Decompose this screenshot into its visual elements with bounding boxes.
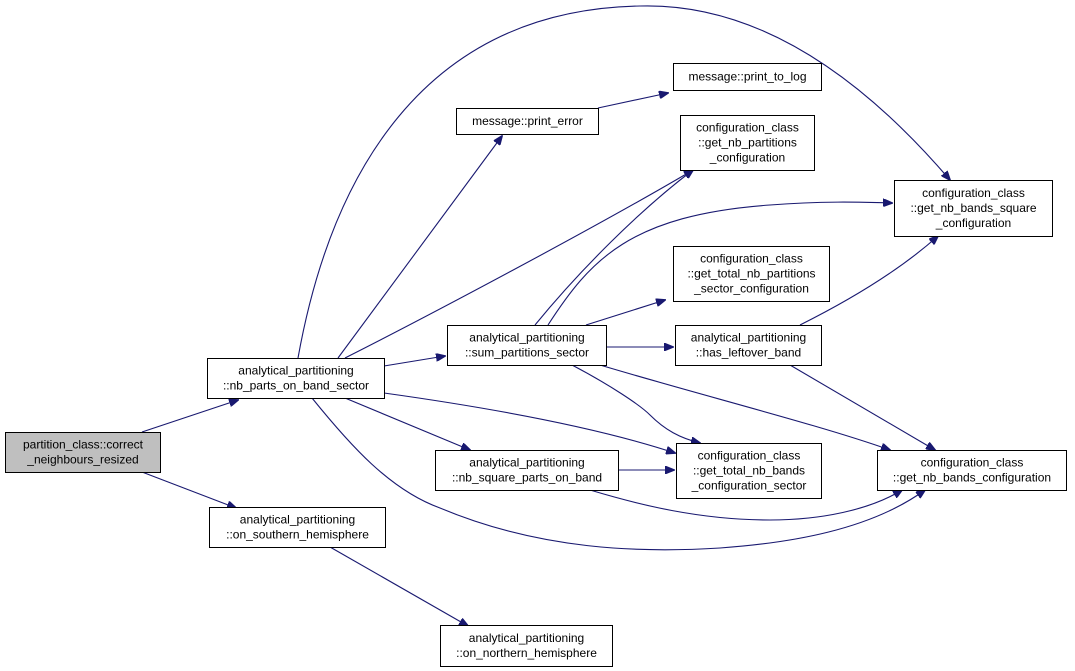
node-label-line: message::print_to_log — [688, 70, 806, 84]
node-label-line: analytical_partitioning — [469, 331, 584, 345]
edge-nb-parts-on-band-sector-to-get-nb-bands-configuration — [311, 397, 925, 551]
node-box[interactable] — [447, 325, 607, 366]
node-box[interactable] — [440, 625, 613, 667]
node-box[interactable] — [209, 507, 386, 548]
edge-has-leftover-band-to-get-nb-bands-square-configuration — [799, 236, 938, 326]
node-box[interactable] — [456, 108, 599, 135]
node-label-line: _configuration_sector — [691, 479, 807, 493]
node-has-leftover-band[interactable]: analytical_partitioning::has_leftover_ba… — [675, 325, 822, 366]
edge-nb-parts-on-band-sector-to-print-error — [337, 136, 502, 359]
node-get-total-nb-partitions-sector-configuration[interactable]: configuration_class::get_total_nb_partit… — [673, 246, 830, 302]
node-label-line: configuration_class — [698, 449, 801, 463]
edge-sum-partitions-sector-to-get-nb-partitions-configuration — [534, 170, 693, 326]
edge-nb-parts-on-band-sector-to-get-nb-partitions-configuration — [344, 170, 693, 359]
edge-correct-neighbours-resized-to-on-southern-hemisphere — [141, 471, 236, 508]
node-box[interactable] — [673, 246, 830, 302]
node-label-line: analytical_partitioning — [469, 631, 584, 645]
node-label-line: ::get_nb_bands_square — [910, 201, 1036, 215]
node-label-line: configuration_class — [921, 456, 1024, 470]
node-get-nb-bands-square-configuration[interactable]: configuration_class::get_nb_bands_square… — [894, 180, 1053, 237]
node-label-line: analytical_partitioning — [240, 513, 355, 527]
edge-on-southern-hemisphere-to-on-northern-hemisphere — [329, 546, 468, 626]
node-box[interactable] — [894, 180, 1053, 237]
edge-nb-parts-on-band-sector-to-sum-partitions-sector — [383, 356, 445, 367]
node-get-nb-partitions-configuration[interactable]: configuration_class::get_nb_partitions_c… — [680, 115, 815, 171]
node-label-line: _neighbours_resized — [26, 453, 138, 467]
node-label-line: _configuration — [935, 216, 1011, 230]
node-label-line: ::get_nb_bands_configuration — [893, 471, 1051, 485]
edge-sum-partitions-sector-to-get-nb-bands-configuration — [599, 364, 890, 450]
node-label-line: ::on_northern_hemisphere — [456, 646, 597, 660]
node-label-line: configuration_class — [696, 121, 799, 135]
node-box[interactable] — [207, 358, 385, 399]
edge-print-error-to-print-to-log — [597, 93, 668, 109]
node-label-line: _sector_configuration — [693, 282, 809, 296]
node-nb-square-parts-on-band[interactable]: analytical_partitioning::nb_square_parts… — [435, 450, 619, 491]
nodes-layer: partition_class::correct_neighbours_resi… — [5, 63, 1067, 667]
node-correct-neighbours-resized[interactable]: partition_class::correct_neighbours_resi… — [5, 432, 161, 473]
node-label-line: ::get_total_nb_partitions — [687, 267, 815, 281]
edge-sum-partitions-sector-to-get-nb-bands-square-configuration — [547, 202, 892, 326]
node-box[interactable] — [877, 450, 1067, 491]
edge-nb-parts-on-band-sector-to-nb-square-parts-on-band — [344, 397, 470, 450]
node-label-line: ::get_nb_partitions — [698, 136, 797, 150]
edge-nb-parts-on-band-sector-to-get-nb-bands-square-configuration — [297, 5, 950, 359]
node-print-error[interactable]: message::print_error — [456, 108, 599, 135]
edge-has-leftover-band-to-get-nb-bands-configuration — [789, 364, 935, 450]
node-label-line: ::on_southern_hemisphere — [226, 528, 369, 542]
node-box[interactable] — [435, 450, 619, 491]
node-label-line: ::nb_square_parts_on_band — [452, 471, 602, 485]
edge-correct-neighbours-resized-to-nb-parts-on-band-sector — [141, 400, 238, 433]
edge-sum-partitions-sector-to-get-total-nb-partitions-sector-configuration — [585, 300, 665, 326]
node-nb-parts-on-band-sector[interactable]: analytical_partitioning::nb_parts_on_ban… — [207, 358, 385, 399]
node-box[interactable] — [673, 63, 822, 91]
node-on-northern-hemisphere[interactable]: analytical_partitioning::on_northern_hem… — [440, 625, 613, 667]
node-on-southern-hemisphere[interactable]: analytical_partitioning::on_southern_hem… — [209, 507, 386, 548]
node-label-line: analytical_partitioning — [238, 364, 353, 378]
node-label-line: ::sum_partitions_sector — [465, 346, 589, 360]
node-label-line: ::get_total_nb_bands — [693, 464, 805, 478]
node-label-line: message::print_error — [472, 114, 583, 128]
node-label-line: ::nb_parts_on_band_sector — [223, 379, 369, 393]
edges-layer — [141, 5, 950, 626]
node-box[interactable] — [676, 443, 822, 499]
edge-nb-parts-on-band-sector-to-get-total-nb-bands-configuration-sector — [383, 392, 675, 453]
node-box[interactable] — [5, 432, 161, 473]
node-label-line: configuration_class — [700, 252, 803, 266]
node-label-line: analytical_partitioning — [691, 331, 806, 345]
node-print-to-log[interactable]: message::print_to_log — [673, 63, 822, 91]
node-box[interactable] — [675, 325, 822, 366]
node-sum-partitions-sector[interactable]: analytical_partitioning::sum_partitions_… — [447, 325, 607, 366]
edge-sum-partitions-sector-to-get-total-nb-bands-configuration-sector — [571, 364, 700, 443]
node-get-nb-bands-configuration[interactable]: configuration_class::get_nb_bands_config… — [877, 450, 1067, 491]
edge-nb-square-parts-on-band-to-get-nb-bands-configuration — [589, 490, 902, 521]
node-label-line: configuration_class — [922, 186, 1025, 200]
node-label-line: partition_class::correct — [23, 438, 144, 452]
node-get-total-nb-bands-configuration-sector[interactable]: configuration_class::get_total_nb_bands_… — [676, 443, 822, 499]
node-label-line: analytical_partitioning — [469, 456, 584, 470]
node-box[interactable] — [680, 115, 815, 171]
node-label-line: _configuration — [709, 151, 785, 165]
node-label-line: ::has_leftover_band — [696, 346, 801, 360]
